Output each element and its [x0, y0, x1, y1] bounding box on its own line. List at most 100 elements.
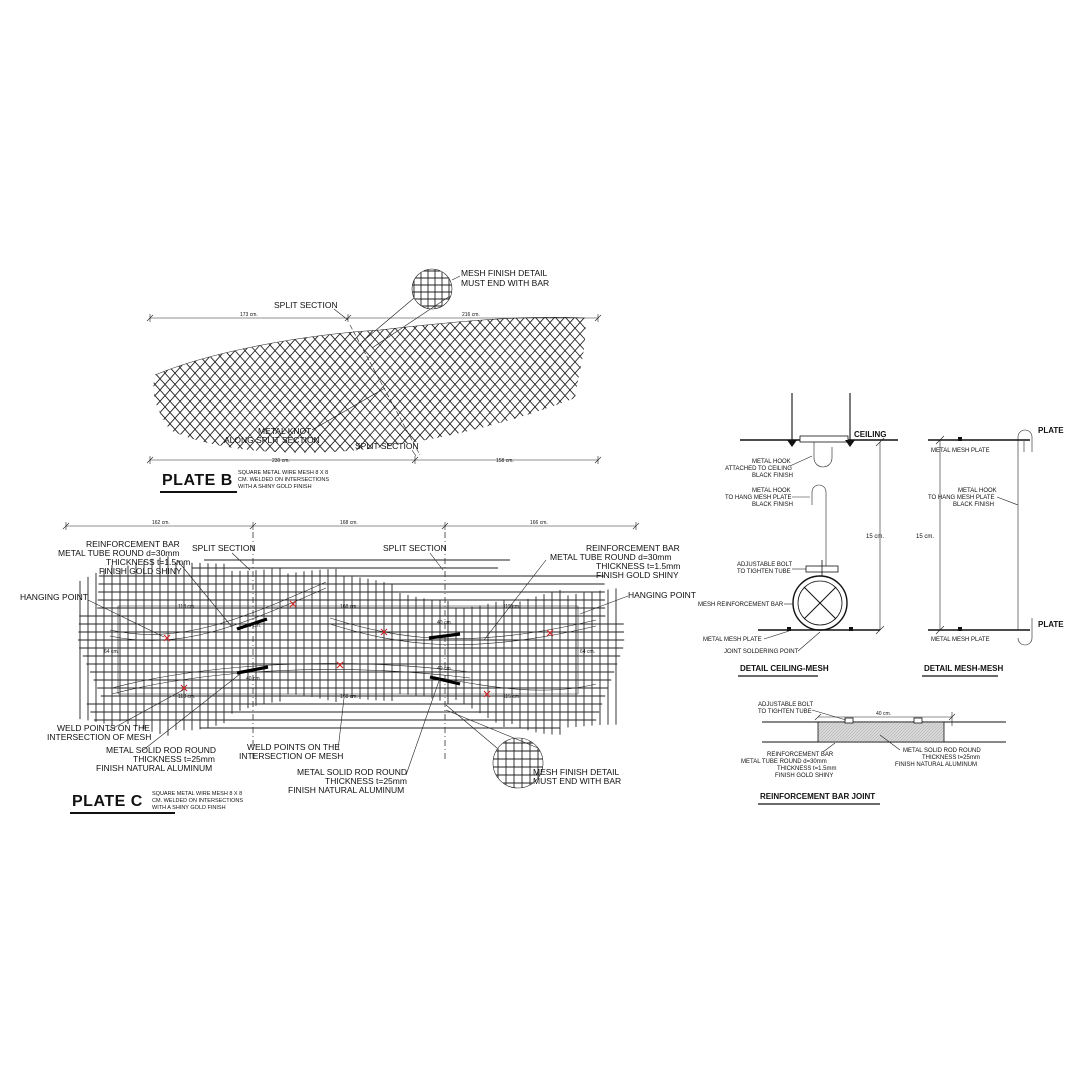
- plate-c-reinf-left-2: METAL TUBE ROUND d=30mm: [58, 548, 179, 558]
- ceiling-bolt-label-2: TO TIGHTEN TUBE: [737, 569, 791, 575]
- plate-b-metal-knot-label-1: METAL KNOT: [258, 426, 311, 436]
- plate-c-dim-side-left: 64 cm.: [104, 649, 119, 655]
- plate-c-split-left-label: SPLIT SECTION: [192, 543, 256, 553]
- mesh-plate-top-label: METAL MESH PLATE: [931, 448, 990, 454]
- plate-b-detail-circle: [411, 268, 453, 310]
- joint-title: REINFORCEMENT BAR JOINT: [760, 792, 875, 801]
- mesh-hook-label-1: METAL HOOK: [958, 488, 997, 494]
- joint-rod: [817, 721, 945, 743]
- plate-c-desc-1: SQUARE METAL WIRE MESH 8 X 8: [152, 791, 242, 797]
- joint-tube-label-1: REINFORCEMENT BAR: [767, 752, 834, 758]
- plate-c-mesh-finish-label-2: MUST END WITH BAR: [533, 776, 621, 786]
- plate-c-hanging-right-label: HANGING POINT: [628, 590, 696, 600]
- ceiling-hook1-label-2: ATTACHED TO CEILING: [725, 466, 792, 472]
- ceiling-dim-label: 15 cm.: [866, 534, 884, 540]
- joint-rod-label-3: FINISH NATURAL ALUMINUM: [895, 762, 977, 768]
- plate-c-reinforcement-bar-4: [429, 675, 461, 686]
- plate-b-title: PLATE B: [162, 472, 233, 489]
- plate-c-desc-2: CM. WELDED ON INTERSECTIONS: [152, 798, 243, 804]
- plate-c-rod-left-3: FINISH NATURAL ALUMINUM: [96, 763, 212, 773]
- plate-b-split-line: [349, 324, 421, 456]
- plate-b-dim-top-right: 216 cm.: [462, 312, 480, 318]
- detail-ceiling-mesh: CEILING 15 cm. METAL HOOK ATTACHED TO CE…: [698, 393, 898, 677]
- plate-c-dim-inner-bottom-2: 168 cm.: [340, 694, 358, 700]
- plate-c-dim-bar-3: 40 cm.: [246, 676, 261, 682]
- joint-dim-label: 40 cm.: [876, 711, 891, 717]
- plate-c-dim-inner-top-1: 118 cm.: [178, 604, 195, 610]
- ceiling-reinf-label: MESH REINFORCEMENT BAR: [698, 602, 784, 608]
- plate-b-dim-bottom-right: 158 cm.: [496, 458, 514, 464]
- plate-c-hanging-left-label: HANGING POINT: [20, 592, 88, 602]
- plate-c-dim-bar-2: 40 cm.: [437, 620, 452, 626]
- plate-b-split-top-label: SPLIT SECTION: [274, 300, 338, 310]
- plate-c-weld-mid-2: INTERSECTION OF MESH: [239, 751, 343, 761]
- plate-c-title: PLATE C: [72, 793, 143, 810]
- plate-b-split-bottom-label: SPLIT SECTION: [355, 441, 419, 451]
- plate-c-reinforcement-bar-1: [236, 617, 268, 631]
- plate-c-mesh-finish-label-1: MESH FINISH DETAIL: [533, 767, 620, 777]
- ceiling-hook2-label-2: TO HANG MESH PLATE: [725, 495, 791, 501]
- plate-b-dim-bottom-left: 230 cm.: [272, 458, 290, 464]
- ceiling-hook1-label-1: METAL HOOK: [752, 459, 791, 465]
- plate-c-dim-side-right: 64 cm.: [580, 649, 595, 655]
- ceiling-bolt-label-1: ADJUSTABLE BOLT: [737, 562, 792, 568]
- ceiling-hook1-label-3: BLACK FINISH: [752, 473, 793, 479]
- plate-c-weld-left-1: WELD POINTS ON THE: [57, 723, 150, 733]
- plate-b-desc-1: SQUARE METAL WIRE MESH 8 X 8: [238, 470, 328, 476]
- ceiling-hook2-label-1: METAL HOOK: [752, 488, 791, 494]
- mesh-dim-label: 15 cm.: [916, 534, 934, 540]
- mesh-plate-top-tag: PLATE: [1038, 426, 1064, 435]
- joint-tube-label-3: THICKNESS t=1.5mm: [777, 766, 837, 772]
- plate-c: 162 cm. 168 cm. 166 cm. 118 cm. 168 cm. …: [20, 520, 696, 814]
- plate-c-desc-3: WITH A SHINY GOLD FINISH: [152, 805, 226, 811]
- plate-c-rod-lower-right: [429, 675, 597, 691]
- plate-c-dim-bar-1: 40 cm.: [246, 623, 261, 629]
- plate-c-rod-mid-2: THICKNESS t=25mm: [325, 776, 407, 786]
- joint-tube-label-2: METAL TUBE ROUND d=30mm: [741, 759, 827, 765]
- plate-b-desc-3: WITH A SHINY GOLD FINISH: [238, 484, 312, 490]
- plate-c-dim-top-1: 162 cm.: [152, 520, 170, 526]
- plate-c-rod-left-2: THICKNESS t=25mm: [133, 754, 215, 764]
- plate-c-weld-points: [163, 600, 554, 698]
- joint-bolt-label-1: ADJUSTABLE BOLT: [758, 702, 813, 708]
- plate-b-dim-top-left: 173 cm.: [240, 312, 258, 318]
- plate-c-reinf-right-2: METAL TUBE ROUND d=30mm: [550, 552, 671, 562]
- reinforcement-bar-joint: 40 cm. ADJUSTABLE BOLT TO TIGHTEN TUBE R…: [741, 702, 1006, 805]
- plate-c-rod-mid-1: METAL SOLID ROD ROUND: [297, 767, 407, 777]
- joint-tube-label-4: FINISH GOLD SHINY: [775, 773, 833, 779]
- plate-c-reinforcement-bar-2: [428, 632, 461, 640]
- joint-rod-label-1: METAL SOLID ROD ROUND: [903, 748, 981, 754]
- mesh-plate-bottom-tag: PLATE: [1038, 620, 1064, 629]
- plate-b-desc-2: CM. WELDED ON INTERSECTIONS: [238, 477, 329, 483]
- plate-c-detail-circle: [492, 737, 544, 789]
- plate-c-dim-inner-bottom-3: 115 cm.: [503, 694, 520, 700]
- plate-c-weld-mid-1: WELD POINTS ON THE: [247, 742, 340, 752]
- plate-c-mesh: [78, 556, 625, 736]
- plate-c-rod-upper-right: [329, 617, 597, 639]
- ceiling-label: CEILING: [854, 430, 886, 439]
- ceiling-plate-label: METAL MESH PLATE: [703, 637, 762, 643]
- plate-c-dim-inner-bottom-1: 118 cm.: [178, 694, 195, 700]
- plate-c-split-right-label: SPLIT SECTION: [383, 543, 447, 553]
- plate-c-reinf-left-1: REINFORCEMENT BAR: [86, 539, 180, 549]
- mesh-plate-bottom-label: METAL MESH PLATE: [931, 637, 990, 643]
- ceiling-solder-label: JOINT SOLDERING POINT: [724, 649, 799, 655]
- plate-b-mesh-finish-label-2: MUST END WITH BAR: [461, 278, 549, 288]
- plate-c-dim-top-2: 168 cm.: [340, 520, 358, 526]
- plate-c-dim-inner-top-2: 168 cm.: [340, 604, 358, 610]
- plate-c-rod-mid-3: FINISH NATURAL ALUMINUM: [288, 785, 404, 795]
- detail-mesh-mesh: 15 cm. PLATE PLATE METAL MESH PLATE META…: [916, 426, 1064, 677]
- ceiling-hook2-label-3: BLACK FINISH: [752, 502, 793, 508]
- joint-bolt-label-2: TO TIGHTEN TUBE: [758, 709, 812, 715]
- detail-mesh-title: DETAIL MESH-MESH: [924, 664, 1003, 673]
- plate-c-reinf-left-4: FINISH GOLD SHINY: [99, 566, 182, 576]
- plate-c-rod-left-1: METAL SOLID ROD ROUND: [106, 745, 216, 755]
- plate-c-dim-bar-4: 40 cm.: [437, 666, 452, 672]
- plate-c-dim-inner-top-3: 115 cm.: [503, 604, 520, 610]
- plate-b-mesh: [153, 317, 586, 453]
- plate-b: 173 cm. 216 cm. 230 cm. 158 cm. SPLIT SE…: [146, 268, 602, 493]
- detail-ceiling-title: DETAIL CEILING-MESH: [740, 664, 829, 673]
- plate-c-reinf-left-3: THICKNESS t=1.5mm: [106, 557, 190, 567]
- plate-b-metal-knot-label-2: ALONG SPLIT SECTION: [224, 435, 320, 445]
